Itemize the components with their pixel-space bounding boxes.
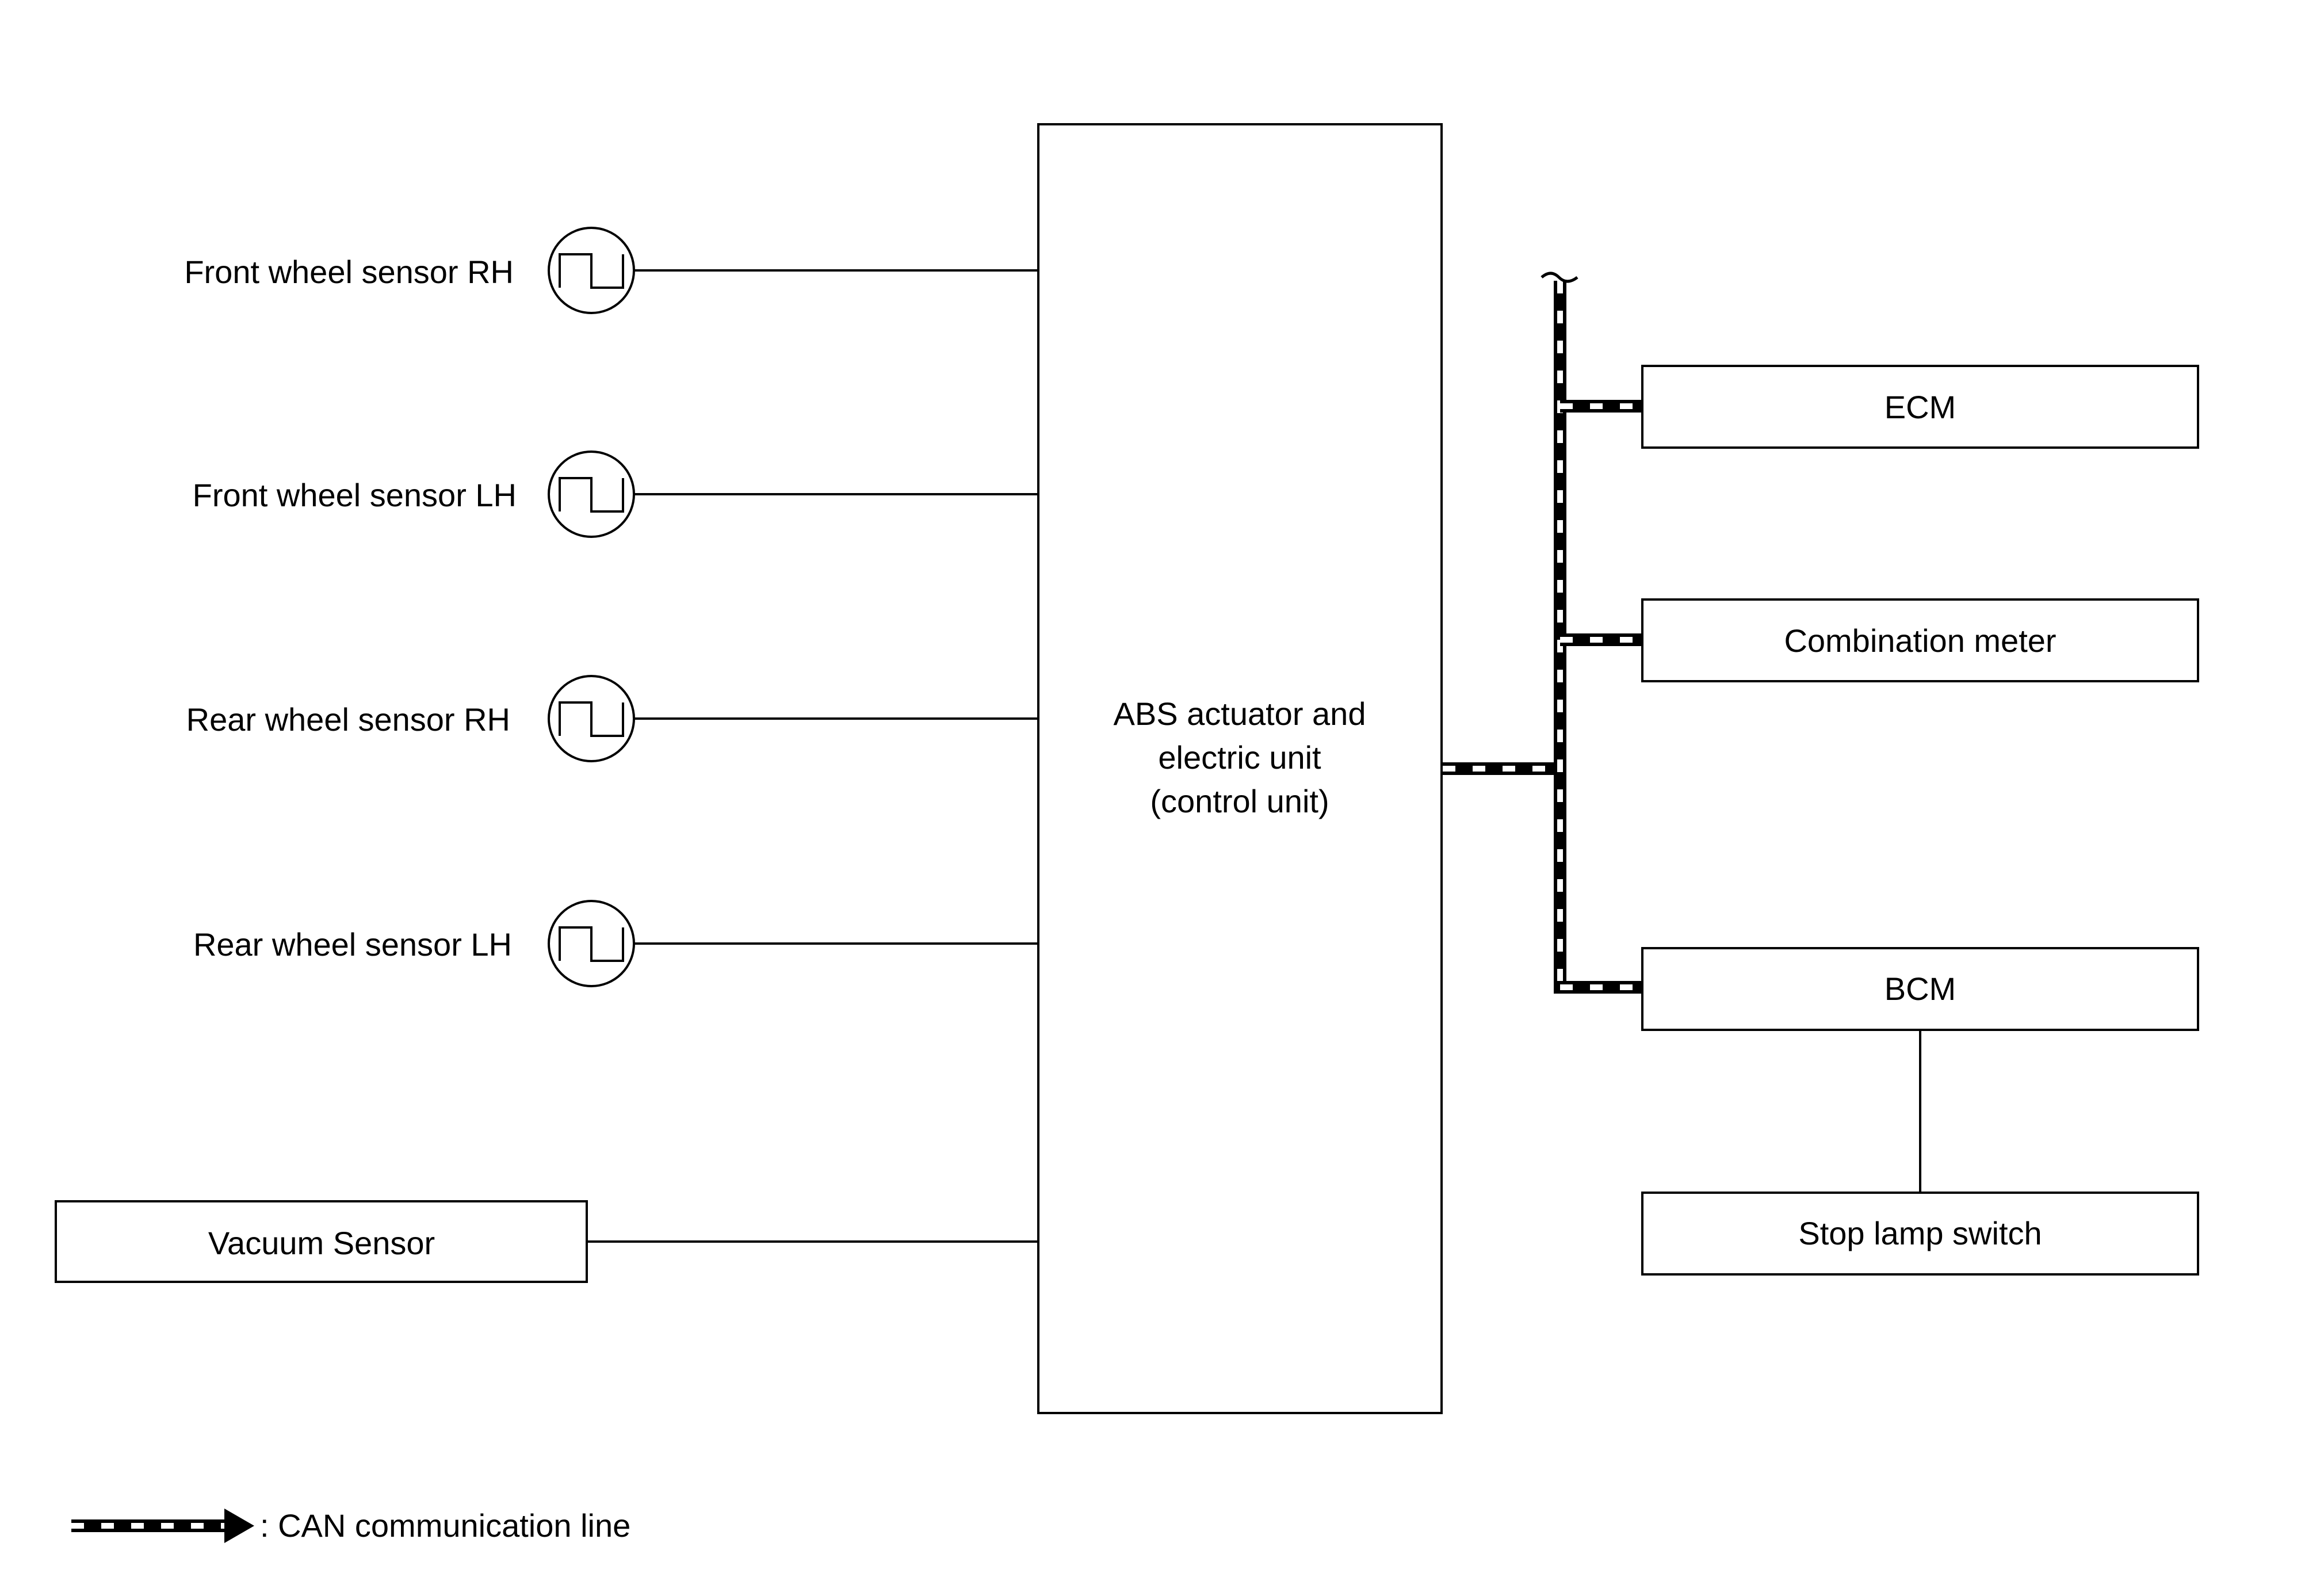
ecm-box <box>1641 365 2199 449</box>
legend-can-line-sample <box>71 1509 254 1543</box>
sensor-front-lh: Front wheel sensor LH <box>193 450 1037 538</box>
square-wave-icon <box>548 450 635 538</box>
module-ecm: ECM <box>1641 365 2199 449</box>
ecm-label: ECM <box>1885 389 1956 425</box>
arrow-right-icon <box>224 1509 254 1543</box>
stop-lamp-switch-box <box>1641 1192 2199 1276</box>
module-stop-lamp-switch: Stop lamp switch <box>1641 1192 2199 1276</box>
module-combination-meter: Combination meter <box>1641 598 2199 682</box>
module-bcm: BCM <box>1641 947 2199 1031</box>
combination-meter-label: Combination meter <box>1784 623 2056 659</box>
legend: : CAN communication line <box>71 1507 630 1544</box>
vacuum-sensor: Vacuum Sensor <box>55 1200 1037 1283</box>
square-wave-icon <box>548 675 635 762</box>
can-line-break-mark <box>1541 272 1578 283</box>
control-unit-label-line3: (control unit) <box>1150 783 1329 819</box>
square-wave-icon <box>548 227 635 314</box>
sensor-label-rear-lh: Rear wheel sensor LH <box>193 926 512 963</box>
sensor-front-rh: Front wheel sensor RH <box>184 227 1037 314</box>
sensor-label-front-lh: Front wheel sensor LH <box>193 477 517 513</box>
control-unit-label-line1: ABS actuator and <box>1114 696 1366 732</box>
combination-meter-box <box>1641 598 2199 682</box>
sensor-rear-lh: Rear wheel sensor LH <box>193 900 1037 987</box>
stop-lamp-switch-label: Stop lamp switch <box>1798 1215 2042 1251</box>
sensor-rear-rh: Rear wheel sensor RH <box>186 675 1037 762</box>
vacuum-sensor-label: Vacuum Sensor <box>208 1225 435 1261</box>
control-unit-box <box>1037 123 1443 1414</box>
bcm-label: BCM <box>1885 971 1956 1007</box>
control-unit-label-line2: electric unit <box>1158 739 1321 776</box>
square-wave-icon <box>548 900 635 987</box>
legend-label: : CAN communication line <box>260 1507 630 1544</box>
sensor-label-rear-rh: Rear wheel sensor RH <box>186 701 510 738</box>
abs-control-unit: ABS actuator and electric unit (control … <box>1037 123 1443 1414</box>
sensor-label-front-rh: Front wheel sensor RH <box>184 254 514 290</box>
can-bus <box>1443 272 1642 994</box>
